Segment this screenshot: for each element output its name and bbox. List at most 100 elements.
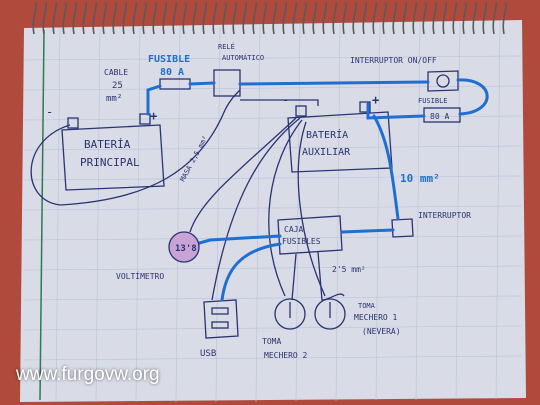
fuse-aux-value: 80 A [430,112,449,121]
spiral-ring [282,1,288,35]
spiral-ring [92,1,98,35]
spiral-ring [202,1,208,35]
relay-label-2: AUTOMÁTICO [222,53,264,62]
blue-wires [146,78,489,302]
spiral-ring [302,1,308,35]
usb-port-2 [211,321,229,329]
socket-2 [274,298,306,330]
voltmeter-label: VOLTÍMETRO [116,270,164,281]
watermark-text: www.furgovw.org [16,364,160,385]
battery-main-terminal-pos [139,113,151,125]
ground-to-socket2 [268,119,303,297]
wire-fusebox-to-voltmeter [194,234,282,246]
cable-label-1: CABLE [104,68,128,77]
spiral-ring [342,1,348,35]
socket2-label-2: MECHERO 2 [264,351,308,360]
wire-onoff-to-fuse [456,78,489,116]
fusebox-label-2: FUSIBLES [282,237,321,246]
voltmeter-dial [168,231,200,263]
spiral-ring [292,1,298,35]
socket1-label-2: MECHERO 1 [354,313,398,322]
spiral-ring [402,1,408,35]
wire-aux-to-switch [372,114,400,221]
spiral-ring [122,1,128,35]
spiral-ring [52,1,58,35]
spiral-ring [212,1,218,35]
battery-aux-minus: - [282,93,289,107]
spiral-ring [452,1,458,35]
onoff-switch-knob [436,74,450,88]
spiral-ring [152,1,158,35]
spiral-ring [362,1,368,35]
spiral-ring [472,1,478,35]
spiral-ring [482,1,488,35]
usb-port-1 [211,307,229,315]
wire-to-socket1 [317,251,345,301]
spiral-ring [382,1,388,35]
spiral-ring [322,1,328,35]
battery-main-label-1: BATERÍA [84,138,131,151]
fusebox-label-1: CAJA [284,225,303,234]
battery-main-minus: - [46,105,53,119]
wire-fusebox-to-usb [220,242,282,302]
ground-to-socket1 [297,121,326,297]
spiral-ring [32,1,38,35]
wire-relay-to-onoff [238,80,430,86]
spiral-ring [462,1,468,35]
spiral-ring [222,1,228,35]
ground-wire-aux [240,99,319,106]
wire-to-socket2 [291,253,297,301]
fuse-main-value: 80 A [160,67,184,78]
fuse-main-label: FUSIBLE [148,54,190,65]
spiral-ring [172,1,178,35]
usb-outlet [203,299,239,339]
battery-aux-label-1: BATERÍA [306,128,348,141]
margin-line [39,29,45,401]
wire-25-label: 2'5 mm² [332,265,366,274]
spiral-ring [142,1,148,35]
spiral-ring [432,1,438,35]
relay-label-1: RELÉ [218,42,235,51]
battery-aux-label-2: AUXILIAR [302,147,351,158]
spiral-ring [62,1,68,35]
ground-wire-main [30,89,241,206]
socket2-label-1: TOMA [262,337,281,346]
usb-label: USB [200,349,216,359]
spiral-ring [442,1,448,35]
spiral-binding [32,1,508,35]
socket1-label-3: (NEVERA) [362,327,401,336]
battery-main-terminal-neg [67,117,79,129]
spiral-ring [82,1,88,35]
wire-fuse-to-relay [188,81,216,86]
switch-label: INTERRUPTOR [418,211,471,220]
battery-aux-terminal-neg [295,105,307,117]
socket1-label-1: TOMA [358,302,376,310]
ground-to-usb [211,117,301,301]
cable-label-3: mm² [106,94,122,104]
battery-main-label-2: PRINCIPAL [80,156,140,169]
spiral-ring [392,1,398,35]
cable-label-2: 25 [112,81,123,91]
spiral-ring [332,1,338,35]
spiral-ring [352,1,358,35]
wire-battery-to-fuse [146,84,162,116]
battery-main-plus: + [150,109,157,123]
fuse-aux-label: FUSIBLE [418,97,448,105]
voltmeter-value: 13'8 [175,244,197,254]
battery-main-body [61,124,165,191]
onoff-switch-box [427,70,459,92]
socket-1 [314,298,346,330]
spiral-ring [112,1,118,35]
spiral-ring [262,1,268,35]
battery-aux-terminal-pos [359,101,371,113]
paper-grid [23,20,523,403]
wire-switch-to-fusebox [340,228,395,234]
spiral-ring [252,1,258,35]
spiral-ring [182,1,188,35]
wire-fuse-to-aux [366,102,426,120]
spiral-ring [372,1,378,35]
spiral-ring [72,1,78,35]
spiral-ring [192,1,198,35]
spiral-ring [422,1,428,35]
